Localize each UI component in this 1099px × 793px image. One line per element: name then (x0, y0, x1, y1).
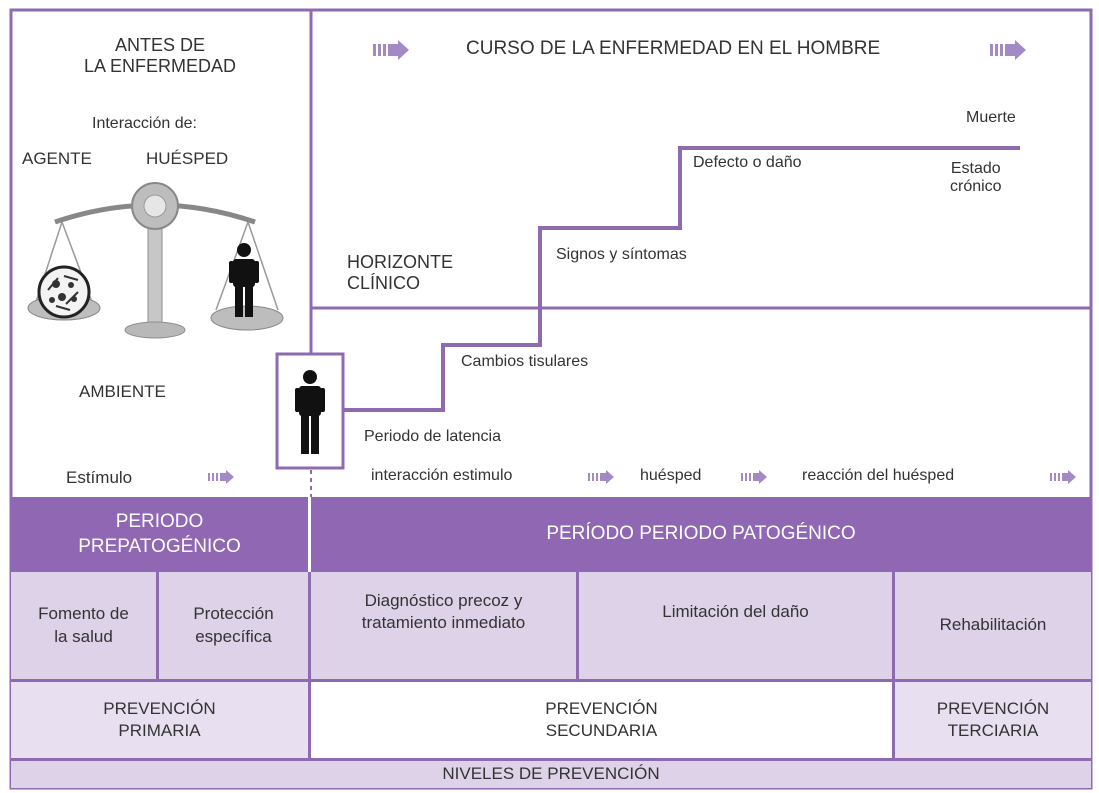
diagnostico-precoz-cell: Diagnóstico precoz y tratamiento inmedia… (361, 590, 526, 632)
latencia-label: Periodo de latencia (364, 428, 501, 445)
actions-divider-1 (156, 572, 159, 679)
antes-enfermedad-label: ANTES DE LA ENFERMEDAD (83, 35, 237, 76)
proteccion-especifica-cell: Protección específica (193, 604, 274, 646)
prevencion-primaria-cell: PREVENCIÓN PRIMARIA (11, 682, 308, 758)
patogenico-label: PERÍODO PERIODO PATOGÉNICO (546, 523, 856, 545)
niveles-top-border (11, 758, 1091, 761)
horizonte-clinico-label: HORIZONTE CLÍNICO (347, 252, 453, 293)
period-divider (308, 497, 311, 572)
arrow-reaccion-icon (1050, 470, 1076, 484)
flow-huesped-label: huésped (640, 467, 702, 484)
ambiente-label: AMBIENTE (79, 382, 166, 401)
prevention-divider-1 (308, 682, 311, 758)
prevention-top-border (11, 679, 1091, 682)
agent-microbe-icon (37, 265, 91, 319)
prepatogenico-label: PERIODO PREPATOGÉNICO (78, 510, 241, 557)
host-person-icon (229, 243, 259, 317)
person-figure-icon (295, 370, 325, 454)
arrow-estimulo-icon (208, 470, 234, 484)
muerte-label: Muerte (966, 109, 1016, 126)
actions-divider-2 (308, 572, 311, 679)
cambios-tisulares-label: Cambios tisulares (461, 353, 589, 370)
outer-frame (9, 8, 1093, 790)
period-band (11, 497, 1091, 572)
niveles-prevencion-cell: NIVELES DE PREVENCIÓN (11, 761, 1091, 788)
arrow-curso-right-icon (990, 40, 1026, 60)
actions-divider-3 (576, 572, 579, 679)
fomento-salud-cell: Fomento de la salud (38, 604, 129, 646)
flow-reaccion-label: reacción del huésped (802, 467, 955, 484)
huesped-label: HUÉSPED (146, 149, 229, 168)
estimulo-label: Estímulo (66, 468, 133, 487)
disease-progression-staircase (343, 146, 1020, 412)
actions-band (11, 572, 1091, 679)
prevencion-terciaria-cell: PREVENCIÓN TERCIARIA (895, 682, 1091, 758)
prevention-divider-2 (892, 682, 895, 758)
limitacion-dano-cell: Limitación del daño (662, 601, 809, 621)
agente-label: AGENTE (22, 149, 92, 168)
prevencion-secundaria-cell: PREVENCIÓN SECUNDARIA (311, 682, 892, 758)
interaccion-label: Interacción de: (92, 115, 197, 132)
flow-interaccion-label: interacción estimulo (371, 467, 513, 484)
arrow-curso-left-icon (373, 40, 409, 60)
arrow-interaccion-icon (588, 470, 614, 484)
estado-cronico-label: Estado crónico (950, 160, 1002, 196)
signos-label: Signos y síntomas (556, 246, 687, 263)
curso-enfermedad-title: CURSO DE LA ENFERMEDAD EN EL HOMBRE (466, 38, 881, 59)
actions-divider-4 (892, 572, 895, 679)
arrow-huesped-icon (741, 470, 767, 484)
defecto-label: Defecto o daño (693, 154, 802, 171)
rehabilitacion-cell: Rehabilitación (939, 615, 1047, 635)
